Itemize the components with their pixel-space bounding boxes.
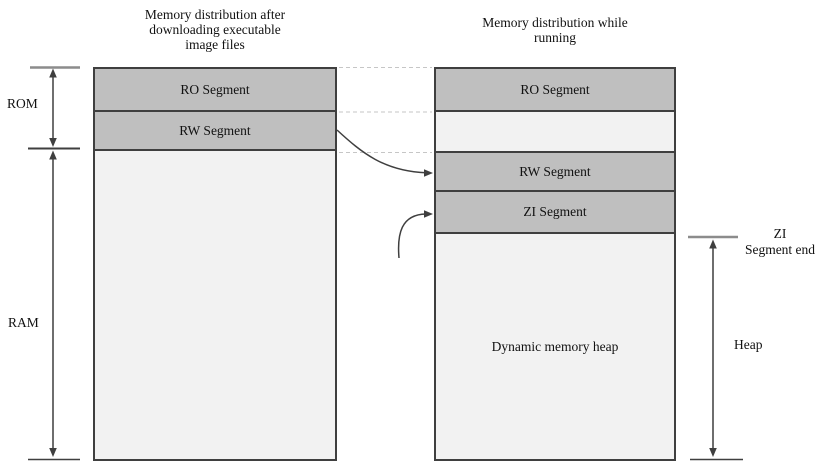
right-zi-segment-label: ZI Segment bbox=[523, 204, 587, 219]
right-ro-segment: RO Segment bbox=[436, 69, 674, 112]
right-diagram-title: Memory distribution while running bbox=[482, 15, 628, 45]
left-free-ram-area bbox=[95, 151, 335, 459]
right-memory-box: RO Segment RW Segment ZI Segment Dynamic… bbox=[434, 67, 676, 461]
zi-pointer-arrow bbox=[397, 210, 433, 259]
right-ro-segment-label: RO Segment bbox=[520, 81, 590, 97]
ram-bracket-label: RAM bbox=[8, 315, 39, 330]
left-diagram-title: Memory distribution after downloading ex… bbox=[144, 7, 286, 52]
right-heap-area: Dynamic memory heap bbox=[436, 234, 674, 459]
rom-bracket-label: ROM bbox=[7, 96, 38, 111]
heap-area-label: Dynamic memory heap bbox=[491, 338, 619, 354]
right-unused-gap bbox=[436, 112, 674, 153]
left-ro-segment: RO Segment bbox=[95, 69, 335, 112]
rw-relocation-arrow bbox=[336, 129, 433, 177]
left-rw-segment-label: RW Segment bbox=[179, 122, 251, 138]
ram-bracket bbox=[28, 150, 80, 461]
dashed-alignment-lines bbox=[339, 67, 432, 153]
zi-segment-end-label: ZI Segment end bbox=[744, 226, 816, 257]
right-rw-segment: RW Segment bbox=[436, 153, 674, 192]
right-rw-segment-label: RW Segment bbox=[519, 163, 591, 179]
left-memory-box: RO Segment RW Segment bbox=[93, 67, 337, 461]
left-ro-segment-label: RO Segment bbox=[180, 81, 250, 97]
left-rw-segment: RW Segment bbox=[95, 112, 335, 151]
heap-bracket-label: Heap bbox=[734, 337, 763, 352]
right-zi-segment: ZI Segment bbox=[436, 192, 674, 234]
